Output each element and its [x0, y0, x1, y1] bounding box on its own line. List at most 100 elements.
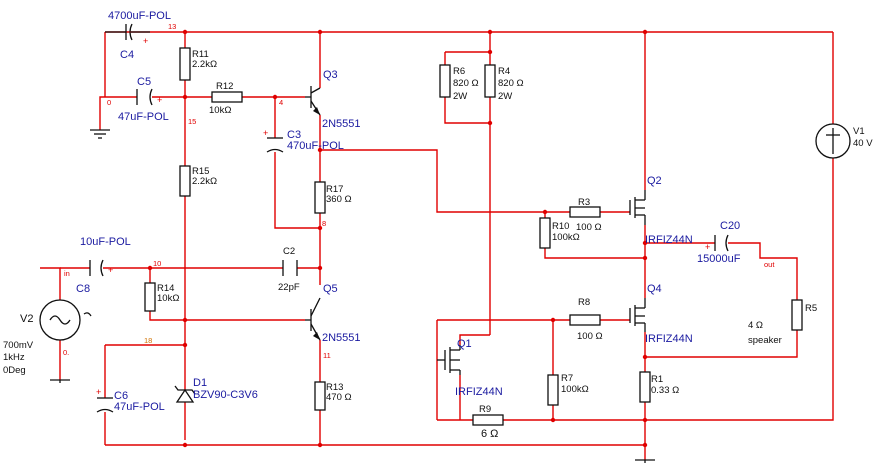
- capacitor-c6: +: [96, 387, 114, 413]
- q5-value: 2N5551: [322, 332, 361, 344]
- r1-name: R1: [651, 374, 663, 385]
- v1-name: V1: [853, 126, 865, 137]
- r4-name: R4: [498, 66, 510, 77]
- v2-amplitude: 700mV: [3, 340, 34, 351]
- c8-value: 10uF-POL: [80, 236, 131, 248]
- svg-text:+: +: [108, 265, 113, 275]
- c5-name: C5: [137, 76, 151, 88]
- resistor-r17: [314, 181, 326, 214]
- c8-name: C8: [76, 283, 90, 295]
- r12-name: R12: [216, 81, 233, 92]
- c2-name: C2: [283, 246, 295, 257]
- r6-power: 2W: [453, 91, 467, 102]
- c4-value: 4700uF-POL: [108, 10, 171, 22]
- resistor-r8: [569, 314, 601, 326]
- net-labels: 13 0 15 4 8 10 11 18 in 0. out: [63, 22, 775, 360]
- capacitor-c4: +: [105, 23, 150, 46]
- net-4: 4: [279, 98, 283, 107]
- voltage-source-v1: [815, 123, 851, 159]
- q4-name: Q4: [647, 283, 662, 295]
- r3-name: R3: [578, 197, 590, 208]
- c6-name: C6: [114, 390, 128, 402]
- transistor-q3: [305, 86, 321, 116]
- resistor-r7: [547, 374, 559, 406]
- c3-value: 470uF-POL: [287, 140, 344, 152]
- svg-text:+: +: [143, 36, 148, 46]
- d1-value: BZV90-C3V6: [193, 389, 258, 401]
- c20-value: 15000uF: [697, 253, 741, 265]
- net-13: 13: [168, 22, 176, 31]
- r11-value: 2.2kΩ: [192, 59, 217, 70]
- net-15: 15: [188, 117, 196, 126]
- q2-name: Q2: [647, 175, 662, 187]
- v2-phase: 0Deg: [3, 365, 26, 376]
- resistor-r6: [439, 64, 451, 98]
- r8-value: 100 Ω: [577, 331, 603, 342]
- net-18: 18: [144, 336, 152, 345]
- net-8: 8: [322, 219, 326, 228]
- capacitor-c5: +: [136, 88, 162, 106]
- r17-name: R17: [326, 184, 343, 195]
- r1-value: 0.33 Ω: [651, 385, 679, 396]
- net-in: in: [64, 269, 70, 278]
- mosfet-q4: [629, 298, 646, 332]
- q3-value: 2N5551: [322, 118, 361, 130]
- c3-name: C3: [287, 129, 301, 141]
- r13-name: R13: [326, 382, 343, 393]
- resistor-r12: [211, 91, 243, 103]
- q3-name: Q3: [323, 69, 338, 81]
- c20-name: C20: [720, 220, 740, 232]
- ac-source-v2: [39, 299, 92, 341]
- net-10: 10: [153, 259, 161, 268]
- r13-value: 470 Ω: [326, 392, 352, 403]
- ground-symbol-bottom: [635, 459, 655, 463]
- r5-value: 4 Ω: [748, 320, 763, 331]
- r7-name: R7: [561, 373, 573, 384]
- c5-value: 47uF-POL: [118, 111, 169, 123]
- svg-text:+: +: [263, 128, 268, 138]
- capacitor-c2: [282, 260, 298, 276]
- mosfet-q1: [437, 345, 461, 375]
- q5-name: Q5: [323, 283, 338, 295]
- c6-value: 47uF-POL: [114, 401, 165, 413]
- r5-name: R5: [805, 303, 817, 314]
- r10-value: 100kΩ: [552, 232, 580, 243]
- r14-value: 10kΩ: [157, 293, 179, 304]
- capacitor-c8: +: [89, 259, 113, 277]
- r6-value: 820 Ω: [453, 78, 479, 89]
- r3-value: 100 Ω: [576, 222, 602, 233]
- svg-text:+: +: [157, 95, 162, 105]
- r14-name: R14: [157, 283, 174, 294]
- svg-text:+: +: [96, 387, 101, 397]
- junctions: [147, 29, 648, 448]
- net-0: 0: [107, 98, 111, 107]
- q1-name: Q1: [457, 338, 472, 350]
- r15-value: 2.2kΩ: [192, 176, 217, 187]
- r4-value: 820 Ω: [498, 78, 524, 89]
- q2-value: IRFIZ44N: [645, 234, 693, 246]
- resistor-r10: [539, 217, 551, 249]
- r7-value: 100kΩ: [561, 384, 589, 395]
- resistor-r14: [144, 282, 156, 312]
- capacitor-c3: +: [263, 128, 284, 153]
- r9-name: R9: [479, 404, 491, 415]
- ground-symbol-v2: [50, 379, 70, 383]
- q1-value: IRFIZ44N: [455, 386, 503, 398]
- r17-value: 360 Ω: [326, 194, 352, 205]
- v2-name: V2: [20, 313, 33, 325]
- mosfet-q2: [629, 190, 646, 225]
- resistor-r4: [484, 64, 496, 98]
- r6-name: R6: [453, 66, 465, 77]
- v1-value: 40 V: [853, 138, 873, 149]
- transistor-q5: [305, 297, 321, 341]
- c4-name: C4: [120, 49, 134, 61]
- net-11: 11: [323, 351, 331, 360]
- r4-power: 2W: [498, 91, 512, 102]
- d1-name: D1: [193, 377, 207, 389]
- resistor-r5: [791, 299, 803, 331]
- r11-name: R11: [192, 49, 209, 60]
- resistor-r11: [179, 47, 191, 81]
- wires: [40, 31, 834, 460]
- zener-diode-d1: [174, 385, 196, 403]
